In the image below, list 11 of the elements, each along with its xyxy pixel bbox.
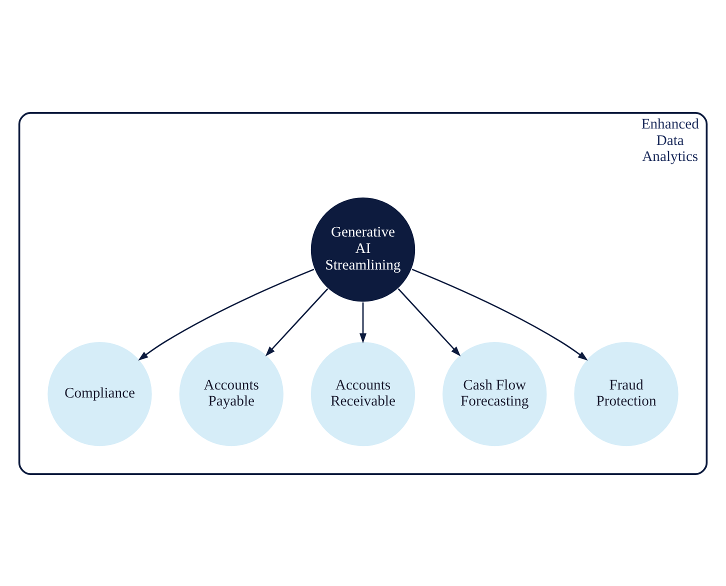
arrow	[265, 288, 328, 356]
node-circle: Accounts Receivable	[310, 340, 416, 447]
arrow	[359, 302, 367, 343]
node-circle: Cash Flow Forecasting	[442, 340, 548, 447]
arrow	[398, 288, 461, 356]
arrow	[138, 268, 314, 360]
node-circle: Generative AI Streamlining	[310, 196, 416, 302]
arrow	[412, 268, 588, 360]
node-circle: Fraud Protection	[573, 340, 680, 447]
node-circle: Accounts Payable	[178, 340, 284, 447]
node-circle: Compliance	[46, 340, 153, 447]
